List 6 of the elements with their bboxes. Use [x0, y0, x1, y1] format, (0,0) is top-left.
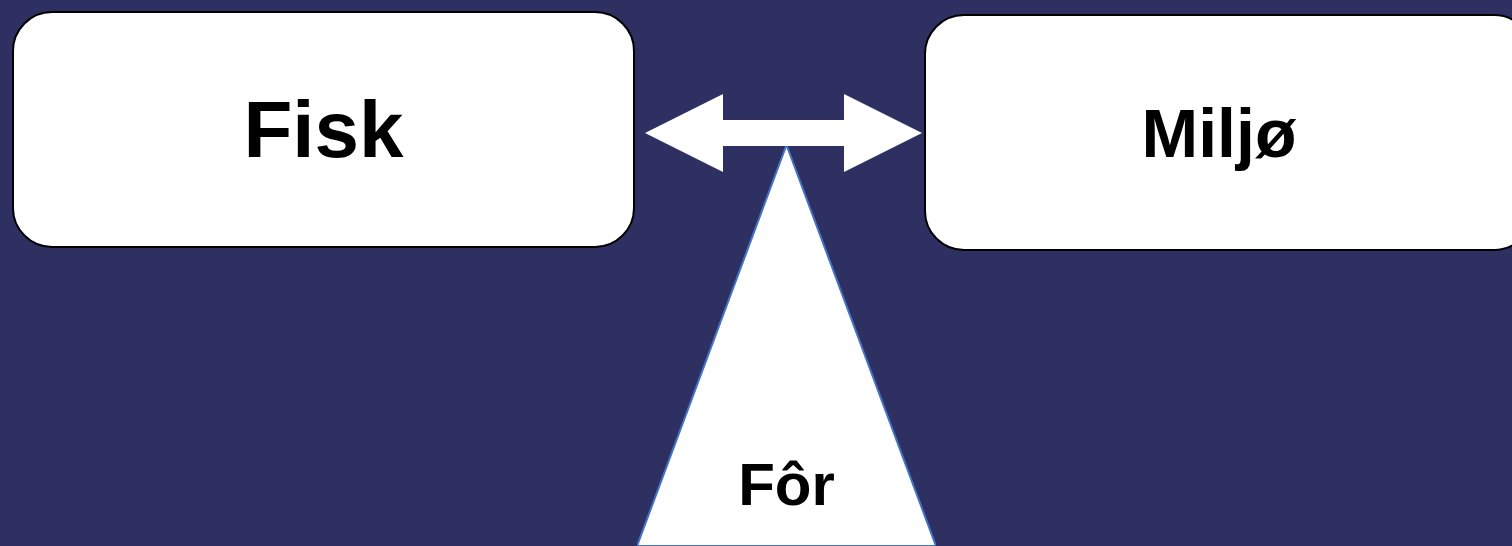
double-arrow: [645, 94, 922, 172]
node-label: Fôr: [738, 450, 835, 519]
rounded-box: [924, 14, 1512, 251]
rounded-box: [12, 11, 635, 248]
node-label: Miljø: [1141, 93, 1297, 172]
node-label: Fisk: [243, 83, 404, 176]
